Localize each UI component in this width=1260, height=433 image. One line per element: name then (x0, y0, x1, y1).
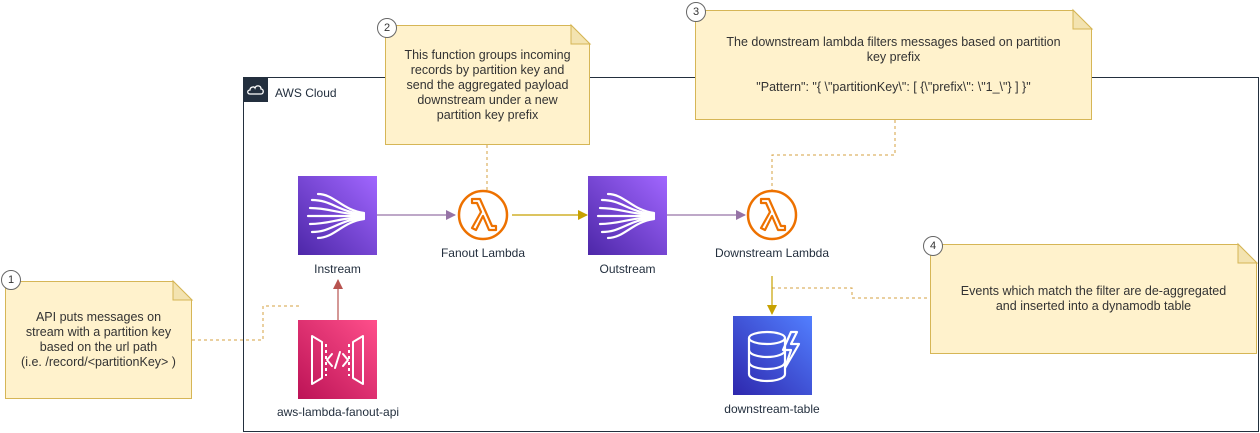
api-label: aws-lambda-fanout-api (276, 405, 400, 419)
instream-node[interactable] (298, 176, 377, 255)
outstream-label: Outstream (599, 262, 656, 276)
note-2-badge: 2 (377, 18, 397, 38)
downstream-lambda-label: Downstream Lambda (714, 246, 830, 260)
aws-cloud-label: AWS Cloud (275, 86, 337, 100)
downstream-lambda-node[interactable] (746, 189, 798, 241)
table-label: downstream-table (724, 402, 820, 416)
aws-cloud-icon (247, 85, 264, 95)
note-2-text: This function groups incoming records by… (404, 47, 571, 122)
note-2: This function groups incoming records by… (385, 25, 590, 145)
kinesis-stream-icon (596, 192, 656, 240)
cloud-icon-group (244, 78, 268, 102)
api-gateway-icon (311, 335, 364, 385)
note-4: Events which match the filter are de-agg… (930, 244, 1257, 354)
note-3-text: The downstream lambda filters messages b… (726, 35, 1061, 94)
note-1: API puts messages on stream with a parti… (5, 281, 192, 399)
table-node[interactable] (733, 316, 812, 395)
lambda-icon (759, 197, 787, 232)
kinesis-stream-icon (306, 192, 366, 240)
fanout-lambda-node[interactable] (457, 189, 509, 241)
outstream-node[interactable] (588, 176, 667, 255)
fanout-lambda-label: Fanout Lambda (440, 246, 526, 260)
lambda-icon (470, 197, 498, 232)
note-3: The downstream lambda filters messages b… (695, 10, 1092, 120)
dynamodb-icon (747, 330, 801, 383)
note-4-badge: 4 (923, 236, 943, 256)
note-connectors (192, 120, 930, 341)
note-1-badge: 1 (1, 270, 21, 290)
connector-note-4 (772, 287, 930, 299)
note-3-badge: 3 (686, 2, 706, 22)
flow-arrows (333, 210, 777, 320)
note-4-text: Events which match the filter are de-agg… (960, 284, 1227, 313)
instream-label: Instream (314, 262, 361, 276)
connector-note-3 (771, 120, 896, 190)
api-node[interactable] (298, 320, 377, 399)
note-1-text: API puts messages on stream with a parti… (21, 310, 176, 369)
